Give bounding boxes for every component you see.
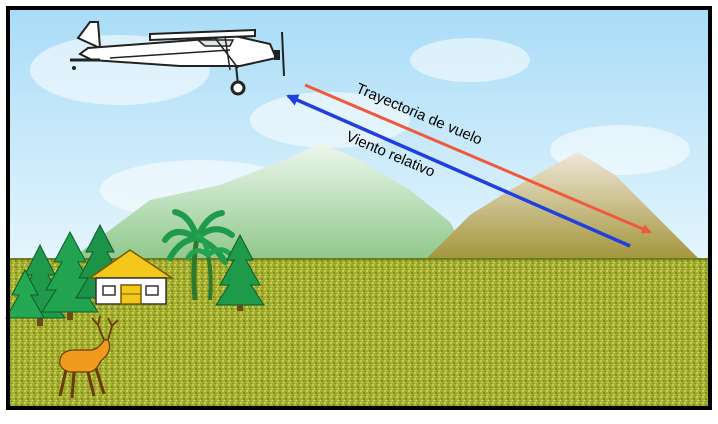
- left-mountain: [70, 143, 470, 260]
- pine-tree-icon: [215, 233, 265, 311]
- deer-icon: [58, 315, 119, 399]
- pine-tree-icon: [5, 268, 45, 319]
- flight-path-arrow: [304, 83, 652, 234]
- relative-wind-arrow: [286, 94, 631, 248]
- frame-border: [6, 6, 712, 410]
- right-mountain: [425, 152, 700, 260]
- palm-tree-icon: [162, 209, 235, 301]
- airplane-icon: [70, 21, 285, 96]
- house-icon: [87, 249, 175, 305]
